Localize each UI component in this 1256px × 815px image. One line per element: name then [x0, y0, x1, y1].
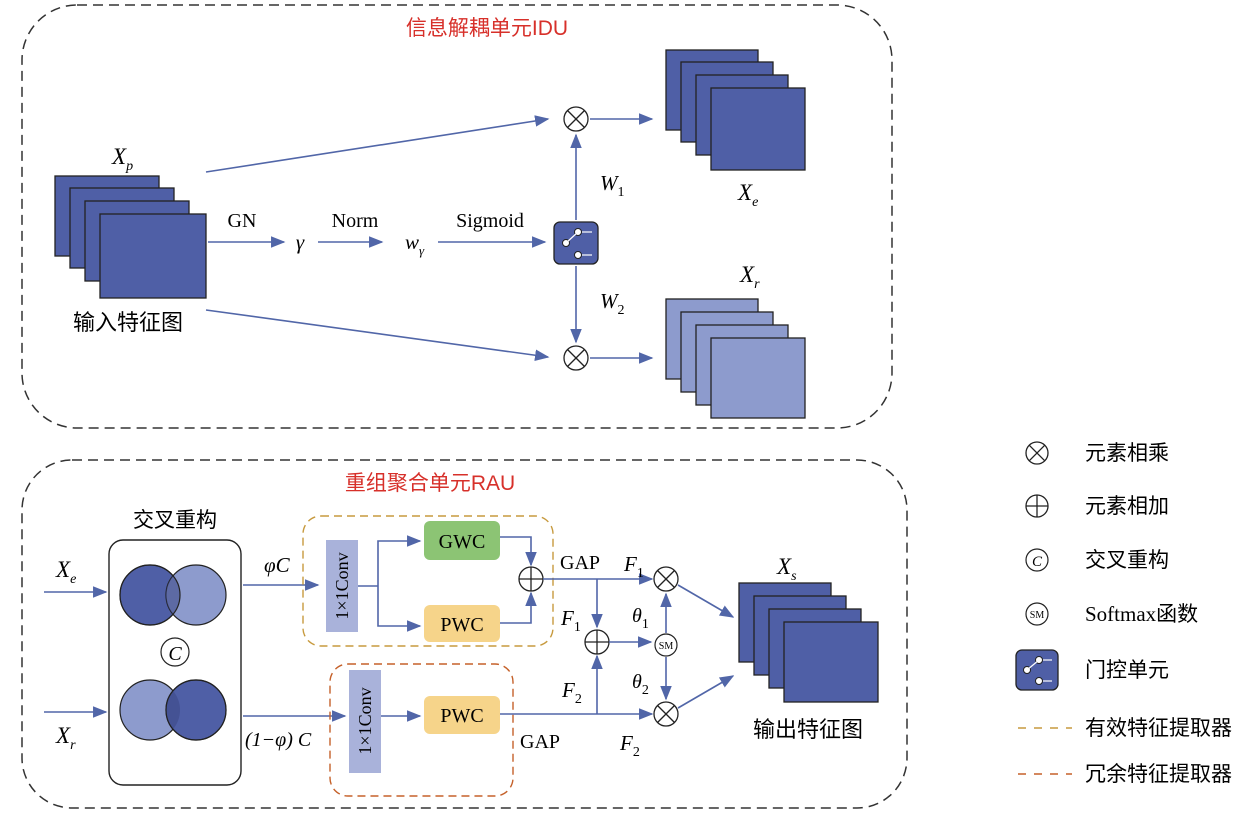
- legend-label-effective: 有效特征提取器: [1085, 716, 1232, 740]
- arrow-gwc-to-add: [500, 536, 537, 567]
- xe-label: Xe: [737, 180, 758, 210]
- pwc-label-top: PWC: [440, 614, 483, 636]
- cross-reconstruct-title: 交叉重构: [133, 508, 217, 532]
- multiply-icon: [653, 566, 679, 592]
- legend-label-gate: 门控单元: [1085, 658, 1169, 682]
- input-feature-stack: [54, 175, 207, 299]
- f1-mid-label: F1: [560, 606, 581, 635]
- f2-mid-label: F2: [561, 678, 582, 707]
- svg-text:SM: SM: [659, 641, 674, 652]
- multiply-icon: [563, 106, 589, 132]
- rau-panel: [21, 459, 908, 809]
- venn-bottom: [119, 679, 227, 741]
- output-feature-stack: [738, 582, 879, 703]
- effective-extractor-box: [302, 515, 554, 647]
- softmax-icon: SM: [654, 633, 678, 657]
- add-icon: [584, 629, 610, 655]
- legend-label-redundant: 冗余特征提取器: [1085, 762, 1232, 786]
- svg-text:1×1Conv: 1×1Conv: [355, 687, 375, 754]
- svg-text:C: C: [1032, 554, 1043, 570]
- cross-reconstruct-icon: C: [160, 637, 190, 667]
- idu-title: 信息解耦单元IDU: [406, 17, 568, 40]
- idu-panel: [21, 4, 893, 429]
- arrow-to-gwc-path: [377, 535, 422, 586]
- xp-label: Xp: [111, 144, 133, 174]
- arrow-pwc-to-add: [500, 591, 537, 624]
- rau-xr-label: Xr: [55, 723, 76, 753]
- rau-title: 重组聚合单元RAU: [345, 472, 515, 495]
- gamma-label: γ: [296, 230, 305, 254]
- multiply-icon: [1025, 441, 1049, 465]
- gwc-block: [424, 521, 500, 560]
- pwc-block-bottom: [424, 696, 500, 734]
- add-icon: [1025, 494, 1049, 518]
- f1-top-label: F1: [623, 552, 644, 581]
- rau-xe-label: Xe: [55, 557, 76, 587]
- theta2-label: θ2: [632, 671, 649, 698]
- gwc-label: GWC: [439, 531, 486, 553]
- add-icon: [518, 566, 544, 592]
- xr-feature-stack: [665, 298, 806, 419]
- legend-label-cross: 交叉重构: [1085, 548, 1169, 572]
- xr-label: Xr: [739, 262, 760, 292]
- gap-bottom-label: GAP: [520, 731, 560, 753]
- multiply-icon: [563, 345, 589, 371]
- sigmoid-label: Sigmoid: [456, 210, 524, 232]
- legend: 元素相乘 元素相加 C 交叉重构 SM Softmax函数 门控单元: [1015, 441, 1232, 786]
- input-caption: 输入特征图: [73, 311, 183, 336]
- gn-label: GN: [228, 210, 257, 232]
- f2-bottom-label: F2: [619, 731, 640, 760]
- output-caption: 输出特征图: [753, 718, 863, 743]
- xs-label: Xs: [776, 554, 797, 584]
- w1-label: W1: [600, 171, 625, 200]
- norm-label: Norm: [332, 210, 379, 232]
- gap-top-label: GAP: [560, 552, 600, 574]
- gate-unit-icon: [553, 221, 599, 265]
- legend-label-softmax: Softmax函数: [1085, 602, 1198, 626]
- svg-text:SM: SM: [1030, 610, 1045, 621]
- arrow-mul1-to-xs: [677, 584, 735, 618]
- conv-block-bottom: 1×1Conv: [349, 670, 381, 773]
- venn-top: [119, 564, 227, 626]
- svg-text:C: C: [168, 643, 182, 665]
- arrow-xp-top: [205, 115, 550, 173]
- arrow-xp-bottom: [205, 309, 550, 361]
- svg-text:1×1Conv: 1×1Conv: [332, 552, 352, 619]
- softmax-icon: SM: [1025, 602, 1049, 626]
- cross-reconstruct-icon: C: [1025, 548, 1049, 572]
- w2-label: W2: [600, 289, 625, 318]
- legend-label-multiply: 元素相乘: [1085, 441, 1169, 465]
- pwc-label-bottom: PWC: [440, 705, 483, 727]
- theta1-label: θ1: [632, 605, 649, 632]
- pwc-block-top: [424, 605, 500, 642]
- arrow-to-pwc-top-path: [377, 586, 422, 632]
- conv-block-top: 1×1Conv: [326, 540, 358, 632]
- gate-unit-icon: [1015, 649, 1059, 691]
- redundant-extractor-box: [329, 663, 514, 797]
- one-minus-phi-label: (1−φ) C: [245, 729, 312, 751]
- xe-feature-stack: [665, 49, 806, 171]
- legend-label-add: 元素相加: [1085, 494, 1169, 518]
- multiply-icon: [653, 701, 679, 727]
- phi-c-label: φC: [264, 553, 291, 577]
- w-gamma-label: wγ: [405, 230, 425, 258]
- arrow-mul2-to-xs: [677, 675, 735, 709]
